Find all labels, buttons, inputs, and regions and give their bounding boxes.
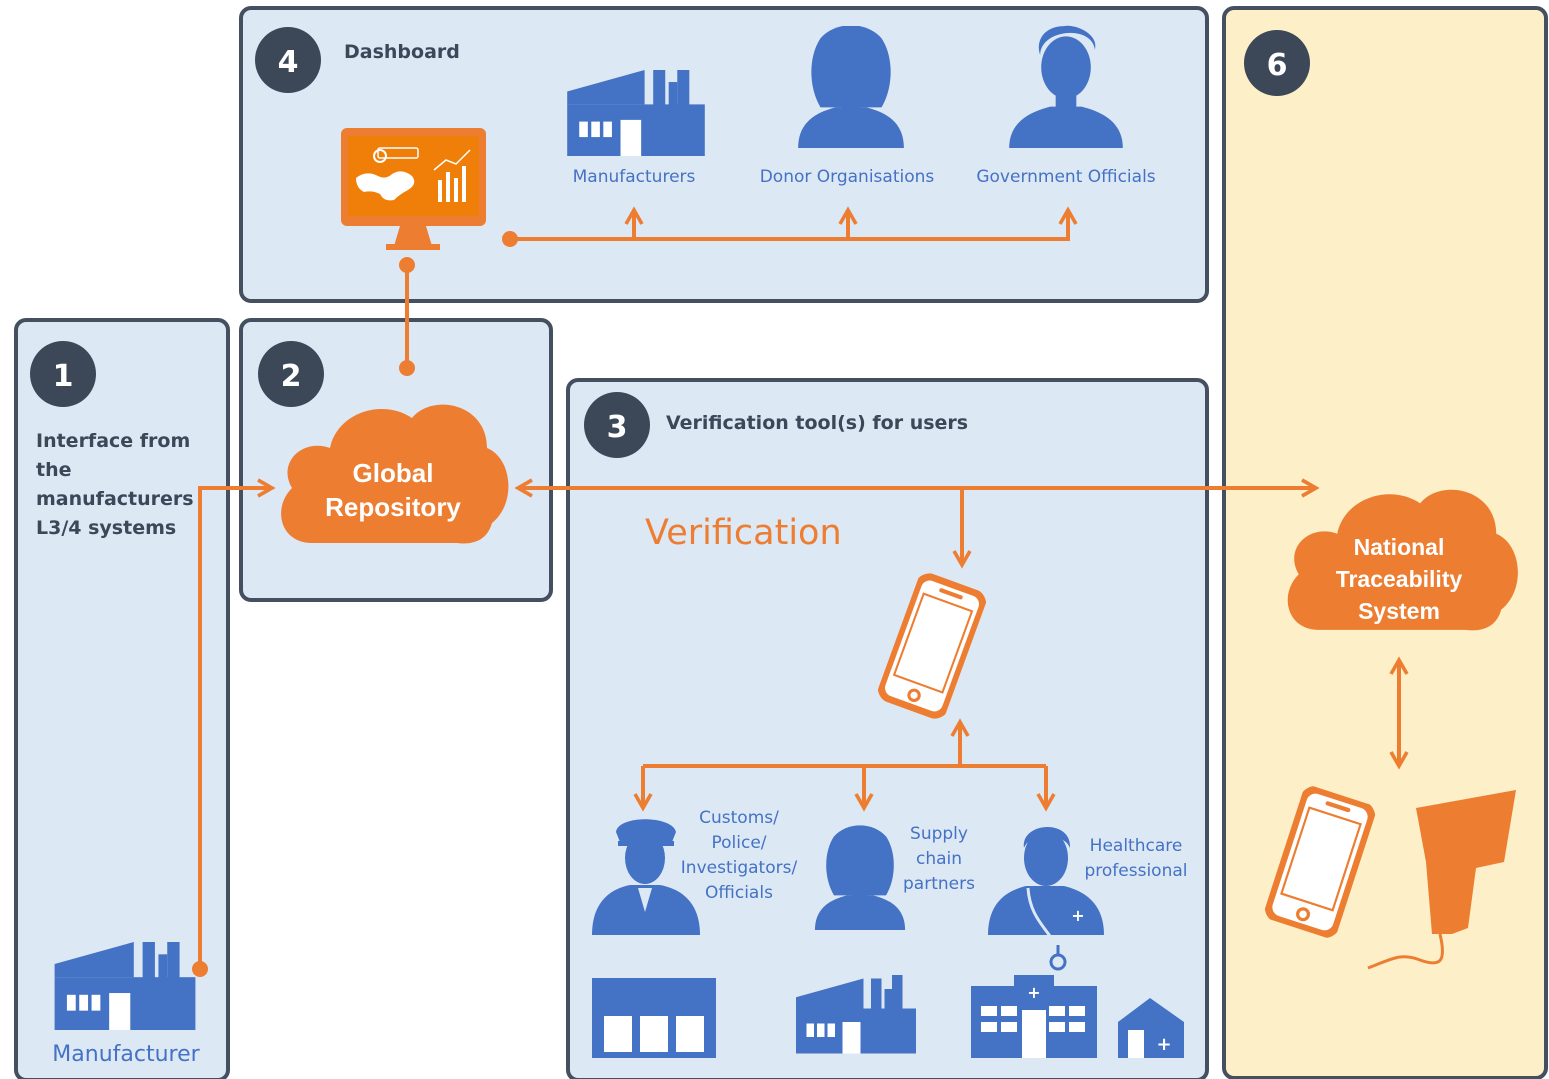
dashboard-monitor-icon — [341, 128, 486, 250]
svg-text:1: 1 — [53, 359, 74, 394]
national-line-2: Traceability — [1336, 566, 1463, 592]
global-repository-line-1: Global — [353, 458, 434, 488]
badge-1: 1 — [30, 341, 96, 407]
badge-3: 3 — [584, 392, 650, 458]
badge-2: 2 — [258, 341, 324, 407]
verification-label: Verification — [645, 513, 842, 553]
svg-text:6: 6 — [1267, 48, 1288, 83]
manufacturer-label: Manufacturer — [52, 1042, 200, 1067]
connector-dot — [192, 961, 208, 977]
svg-text:+: + — [1027, 983, 1040, 1002]
police-officer-icon — [592, 819, 700, 935]
customs-label-line-2: Police/ — [711, 833, 766, 853]
healthcare-label-line-2: professional — [1084, 861, 1187, 881]
panel-1 — [14, 318, 230, 1079]
badge-4: 4 — [255, 27, 321, 93]
badge-6: 6 — [1244, 30, 1310, 96]
svg-text:4: 4 — [278, 45, 299, 80]
customs-label-line-1: Customs/ — [699, 808, 779, 828]
supply-label-line-3: partners — [903, 874, 975, 894]
svg-text:2: 2 — [281, 359, 302, 394]
customs-label-line-4: Officials — [705, 883, 773, 903]
global-repository-line-2: Repository — [325, 492, 461, 522]
customs-label-line-3: Investigators/ — [681, 858, 798, 878]
panel-1-title-line-2: the — [36, 459, 72, 481]
donor-organisations-label: Donor Organisations — [760, 167, 935, 187]
barcode-scanner-icon — [1367, 790, 1516, 970]
panel-1-title-line-3: manufacturers — [36, 488, 194, 510]
warehouse-icon — [592, 978, 716, 1058]
panel-4-title: Dashboard — [344, 41, 460, 63]
supply-label-line-2: chain — [916, 849, 962, 869]
national-line-3: System — [1358, 598, 1440, 624]
panel-3-title: Verification tool(s) for users — [666, 412, 968, 434]
svg-text:3: 3 — [607, 410, 628, 445]
panel-1-title-line-4: L3/4 systems — [36, 517, 176, 539]
svg-text:+: + — [1156, 1034, 1171, 1055]
panel-3 — [566, 378, 1209, 1079]
panel-1-title-line-1: Interface from — [36, 430, 190, 452]
government-officials-label: Government Officials — [976, 167, 1155, 187]
manufacturer-upload-arrow — [198, 478, 276, 969]
panel-4 — [239, 6, 1209, 303]
clinic-icon: + — [1118, 998, 1184, 1058]
supply-label-line-1: Supply — [910, 824, 968, 844]
hospital-icon: + — [971, 975, 1097, 1058]
national-line-1: National — [1354, 534, 1445, 560]
doctor-icon: + — [988, 826, 1104, 971]
manufacturers-label: Manufacturers — [573, 167, 696, 187]
svg-text:+: + — [1071, 906, 1084, 925]
healthcare-label-line-1: Healthcare — [1090, 836, 1183, 856]
